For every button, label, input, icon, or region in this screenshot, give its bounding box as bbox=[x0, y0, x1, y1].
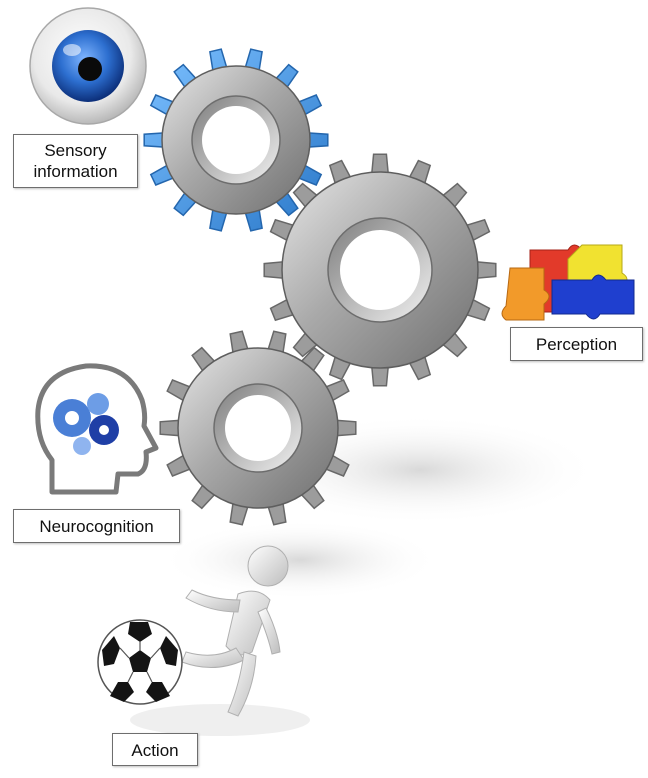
eye-icon bbox=[29, 7, 147, 125]
figure-kicking-ball-icon bbox=[130, 545, 310, 736]
head-with-gears-icon bbox=[35, 363, 159, 495]
label-action: Action bbox=[112, 733, 198, 766]
gear-sensory bbox=[143, 48, 329, 232]
puzzle-icon bbox=[501, 244, 635, 321]
label-sensory-information: Sensory information bbox=[13, 134, 138, 188]
label-perception: Perception bbox=[510, 327, 643, 361]
label-sensory-line1: Sensory bbox=[44, 141, 107, 160]
label-neurocognition: Neurocognition bbox=[13, 509, 180, 543]
gear-neurocognition bbox=[159, 330, 357, 526]
gear-perception bbox=[263, 153, 497, 387]
label-sensory-line2: information bbox=[33, 162, 118, 181]
soccer-ball-icon bbox=[97, 619, 183, 705]
gear-shadow bbox=[160, 520, 440, 600]
